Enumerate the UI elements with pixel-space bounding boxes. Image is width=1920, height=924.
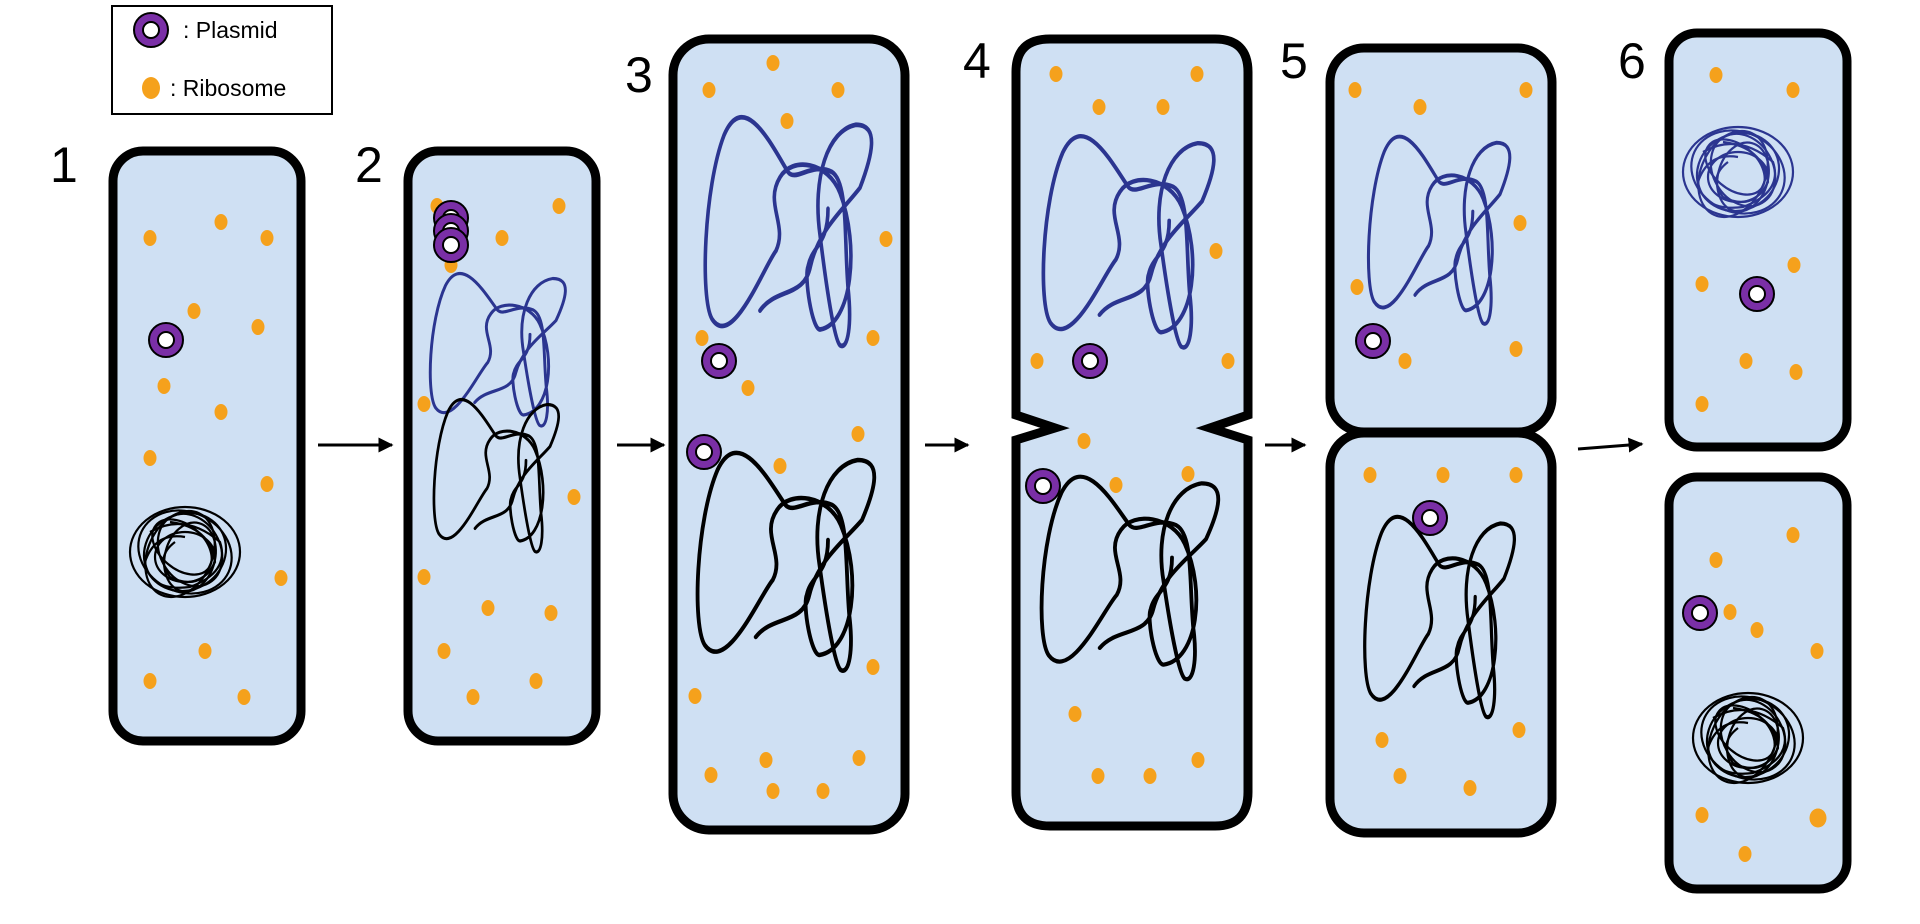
legend-plasmid-label: : Plasmid [183, 17, 278, 43]
legend-plasmid-icon [133, 12, 169, 48]
arrow-5-to-6 [1577, 437, 1644, 453]
step-label-5: 5 [1280, 33, 1308, 89]
daughter-cell-bottom [1664, 472, 1852, 894]
legend-ribosome-label: : Ribosome [170, 75, 286, 101]
cell-stage-5 [1325, 43, 1557, 838]
plasmid [433, 227, 469, 263]
cell-membrane [403, 146, 601, 746]
step-label-1: 1 [50, 137, 78, 193]
ribosomes [1695, 67, 1827, 862]
daughter-cell-top [1664, 28, 1852, 452]
cell-membrane-top [1325, 43, 1557, 437]
cell-stage-6 [1664, 28, 1852, 894]
legend-ribosome-icon [142, 77, 160, 99]
step-label-6: 6 [1618, 33, 1646, 89]
cell-stage-4 [1011, 34, 1253, 831]
plasmid [686, 434, 722, 470]
plasmid [1072, 343, 1108, 379]
cell-stage-2 [403, 146, 601, 746]
cell-membrane-bottom [1325, 428, 1557, 838]
plasmid [1682, 595, 1718, 631]
legend: : Plasmid : Ribosome [111, 5, 333, 115]
cell-stage-1 [108, 146, 306, 746]
plasmid [1412, 500, 1448, 536]
cell-stage-3 [668, 34, 910, 835]
plasmid [701, 343, 737, 379]
plasmid [1739, 276, 1775, 312]
ribosomes [1348, 82, 1533, 796]
step-label-3: 3 [625, 47, 653, 103]
plasmid [1025, 468, 1061, 504]
ribosomes [688, 55, 893, 799]
ribosomes [143, 214, 288, 705]
plasmid [148, 322, 184, 358]
plasmid [1355, 323, 1391, 359]
ribosomes [1030, 66, 1235, 784]
step-label-2: 2 [355, 137, 383, 193]
step-label-4: 4 [963, 33, 991, 89]
